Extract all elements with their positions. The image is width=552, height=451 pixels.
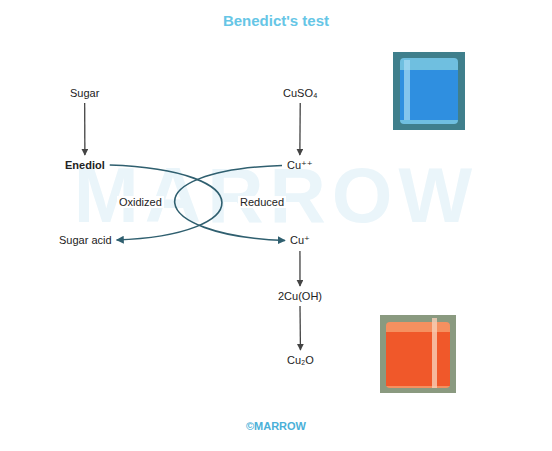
flow-arrow [299,103,301,155]
edge-label: Oxidized [117,196,164,208]
chem-label: Cu⁺⁺ [284,157,316,174]
orange-beaker-photo [380,315,456,393]
node-text: Sugar [70,87,99,99]
chem-label: Enediol [62,157,108,173]
node-text: Cu⁺ [290,234,310,246]
chem-label: Sugar [67,85,102,101]
copyright-note: ©MARROW [0,420,552,432]
node-text: CuSO₄ [283,87,317,99]
node-text: Cu⁺⁺ [287,159,313,171]
chem-label: CuSO₄ [280,85,320,101]
chem-label: Sugar acid [56,232,115,248]
node-text: 2Cu(OH) [278,290,322,302]
node-text: Sugar acid [59,234,112,246]
blue-beaker-photo [393,52,465,130]
node-text: Enediol [65,159,105,171]
flow-arrow [299,251,300,286]
chem-label: Cu⁺ [287,232,313,249]
node-text: Cu₂O [287,354,314,366]
edge-label: Reduced [238,196,286,208]
flow-arrow [84,103,85,155]
diagram-title: Benedict's test [0,12,552,29]
chem-label: 2Cu(OH) [275,288,325,304]
chem-label: Cu₂O [284,352,317,368]
flow-arrow [299,306,301,350]
